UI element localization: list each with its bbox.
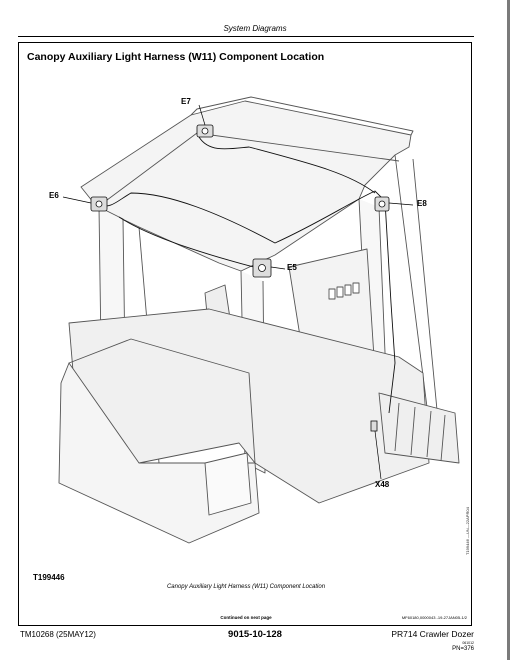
callout-e8: E8 — [417, 199, 427, 208]
leader-x48 — [374, 430, 382, 480]
callout-e7: E7 — [181, 97, 191, 106]
continued-note: Continued on next page — [220, 615, 272, 620]
figure-id: T199446 — [33, 573, 65, 582]
canopy-roof — [80, 100, 412, 272]
harness-route — [98, 190, 396, 414]
footer-page-number: 9015-10-128 — [228, 629, 282, 640]
callout-e5: E5 — [287, 263, 297, 272]
leader-e7 — [198, 104, 206, 126]
connector-x48 — [370, 420, 378, 432]
callout-e6: E6 — [49, 191, 59, 200]
figure-caption: Canopy Auxiliary Light Harness (W11) Com… — [166, 584, 326, 590]
callout-x48: X48 — [375, 480, 390, 489]
page-edge — [507, 0, 510, 660]
running-header: System Diagrams — [223, 24, 287, 33]
footer-manual-number: TM10268 (25MAY12) — [20, 630, 96, 639]
dozer-canopy-illustration — [58, 96, 460, 544]
vertical-figure-code: T199446 —UN—22APR04 — [465, 507, 470, 555]
footer-small-code: 061012 — [462, 641, 474, 645]
figure-title: Canopy Auxiliary Light Harness (W11) Com… — [27, 51, 325, 63]
footer-pn: PN=376 — [452, 646, 474, 652]
right-track — [378, 392, 460, 464]
figure-frame: Canopy Auxiliary Light Harness (W11) Com… — [18, 42, 472, 626]
rear-grille — [204, 452, 252, 516]
footer-product-name: PR714 Crawler Dozer — [391, 629, 474, 639]
leader-e6 — [62, 196, 92, 204]
roof-top-edge — [190, 96, 414, 136]
leader-e8 — [388, 202, 414, 206]
leader-e5 — [270, 266, 286, 270]
document-reference: MF60180,0000043 -19-27JAN05-1/2 — [401, 615, 467, 620]
header-rule — [18, 36, 474, 37]
